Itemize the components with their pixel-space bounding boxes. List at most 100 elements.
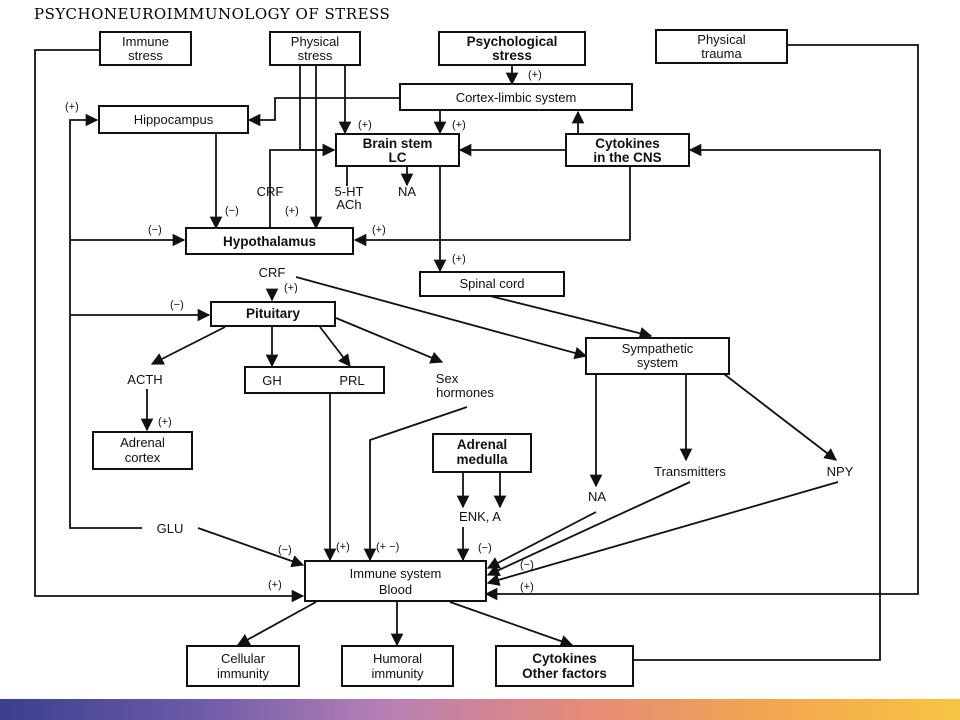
- brain-stem-line-1: Brain stem: [363, 136, 433, 151]
- cortex-limbic-label: Cortex-limbic system: [456, 90, 577, 105]
- npy-label: NPY: [827, 464, 854, 479]
- cellular-immunity-line-1: Cellular: [221, 651, 266, 666]
- serotonin-label: 5-HT: [335, 184, 364, 199]
- hypothalamus-box: Hypothalamus: [185, 227, 354, 255]
- cytokines-cns-box: Cytokines in the CNS: [565, 133, 690, 167]
- sign-annotations: (+) (+) (+) (+) (−) (+) (−) (+) (+) (+) …: [65, 69, 542, 593]
- arrow-cytokines-other-to-cns: [632, 143, 881, 661]
- sign-plus-psych: (+): [528, 69, 542, 81]
- sign-plus-trauma: (+): [520, 581, 534, 593]
- sign-plus-brainstem-right: (+): [452, 119, 466, 131]
- arrow-immune-to-cytokines: [449, 601, 574, 648]
- free-labels: CRF 5-HT ACh NA CRF ACTH Sex hormones NA…: [127, 184, 853, 536]
- sign-plus-prl: (+): [336, 541, 350, 553]
- boxes: Immune stress Physical stress Psychologi…: [92, 29, 788, 687]
- arrow-spinal-to-sympathetic: [489, 295, 653, 340]
- cytokines-other-line-1: Cytokines: [532, 651, 597, 666]
- adrenal-cortex-line-2: cortex: [125, 450, 161, 465]
- arrow-crf-to-sympathetic: [295, 276, 588, 360]
- physical-trauma-box: Physical trauma: [655, 29, 788, 64]
- brain-stem-box: Brain stem LC: [335, 133, 460, 167]
- brain-stem-line-2: LC: [389, 150, 407, 165]
- cytokines-cns-line-2: in the CNS: [593, 150, 661, 165]
- hippocampus-label: Hippocampus: [134, 112, 214, 127]
- arrow-sympathetic-to-npy: [723, 373, 837, 461]
- physical-trauma-line-1: Physical: [697, 32, 746, 47]
- arrow-na-to-immune: [486, 511, 597, 569]
- cytokines-other-line-2: Other factors: [522, 666, 607, 681]
- psychological-stress-line-1: Psychological: [467, 34, 558, 49]
- cellular-immunity-box: Cellular immunity: [186, 645, 300, 687]
- sign-minus-hypothalamus-feedback: (−): [148, 224, 162, 236]
- arrow-pituitary-to-acth: [150, 326, 226, 365]
- arrow-transmitters-to-immune: [486, 481, 691, 576]
- arrow-cortex-to-hippocampus: [247, 97, 400, 127]
- humoral-immunity-line-2: immunity: [371, 666, 424, 681]
- crf-mid-label: CRF: [259, 265, 286, 280]
- ach-label: ACh: [336, 197, 361, 212]
- psychological-stress-box: Psychological stress: [438, 31, 586, 66]
- sign-plus-adrenal-cortex: (+): [158, 416, 172, 428]
- physical-trauma-line-2: trauma: [701, 46, 742, 61]
- gh-label: GH: [262, 373, 282, 388]
- arrow-immune-to-cellular: [236, 601, 317, 646]
- crf-top-label: CRF: [257, 184, 284, 199]
- adrenal-medulla-box: Adrenal medulla: [432, 433, 532, 473]
- spinal-cord-box: Spinal cord: [419, 271, 565, 297]
- cortex-limbic-box: Cortex-limbic system: [399, 83, 633, 111]
- humoral-immunity-box: Humoral immunity: [341, 645, 454, 687]
- arrow-pituitary-to-sex-hormones: [335, 317, 444, 364]
- immune-system-line-2: Blood: [379, 582, 412, 597]
- physical-stress-line-1: Physical: [291, 34, 340, 49]
- acth-label: ACTH: [127, 372, 162, 387]
- sign-plus-minus-sex-hormones: (+ −): [376, 541, 399, 553]
- arrow-pituitary-to-prl: [319, 326, 351, 367]
- transmitters-label: Transmitters: [654, 464, 726, 479]
- sign-plus-hippocampus: (+): [65, 101, 79, 113]
- arrow-hypothalamus-crf-to-brainstem: [269, 143, 336, 228]
- arrow-npy-to-immune: [486, 481, 839, 586]
- sign-minus-npy: (−): [520, 559, 534, 571]
- sign-plus-brainstem-left: (+): [358, 119, 372, 131]
- sex-hormones-line-2: hormones: [436, 385, 494, 400]
- immune-system-line-1: Immune system: [350, 566, 442, 581]
- sign-minus-enk: (−): [478, 542, 492, 554]
- arrow-physical-stress-to-brainstem-side: [299, 65, 336, 157]
- sign-plus-spinal: (+): [452, 253, 466, 265]
- cytokines-cns-line-1: Cytokines: [595, 136, 660, 151]
- sign-plus-crf: (+): [285, 205, 299, 217]
- arrow-glu-to-immune: [197, 527, 305, 568]
- hypothalamus-label: Hypothalamus: [223, 234, 316, 249]
- cellular-immunity-line-2: immunity: [217, 666, 270, 681]
- gh-prl-box: GH PRL: [244, 366, 385, 394]
- sign-minus-pituitary-feedback: (−): [170, 299, 184, 311]
- adrenal-cortex-box: Adrenal cortex: [92, 431, 193, 470]
- diagram-title: PSYCHONEUROIMMUNOLOGY OF STRESS: [34, 5, 390, 23]
- sympathetic-line-2: system: [637, 355, 678, 370]
- spinal-cord-label: Spinal cord: [459, 276, 524, 291]
- sympathetic-line-1: Sympathetic: [622, 341, 694, 356]
- immune-system-box: Immune system Blood: [304, 560, 487, 602]
- sign-plus-immune-stress: (+): [268, 579, 282, 591]
- prl-label: PRL: [339, 373, 364, 388]
- glu-label: GLU: [157, 521, 184, 536]
- sex-hormones-line-1: Sex: [436, 371, 459, 386]
- sign-plus-cytokines-hypothalamus: (+): [372, 224, 386, 236]
- immune-stress-box: Immune stress: [99, 31, 192, 66]
- arrow-trauma-to-immune-system: [484, 44, 919, 601]
- adrenal-medulla-line-2: medulla: [456, 452, 508, 467]
- na-top-label: NA: [398, 184, 416, 199]
- physical-stress-line-2: stress: [298, 48, 333, 63]
- immune-stress-line-1: Immune: [122, 34, 169, 49]
- humoral-immunity-line-1: Humoral: [373, 651, 422, 666]
- arrow-sex-hormones-to-immune: [363, 406, 468, 562]
- na-low-label: NA: [588, 489, 606, 504]
- sign-minus-hippocampus-hypothalamus: (−): [225, 205, 239, 217]
- enk-a-label: ENK, A: [459, 509, 501, 524]
- psychological-stress-line-2: stress: [492, 48, 532, 63]
- sign-plus-pituitary: (+): [284, 282, 298, 294]
- cytokines-other-box: Cytokines Other factors: [495, 645, 634, 687]
- sign-minus-glu: (−): [278, 544, 292, 556]
